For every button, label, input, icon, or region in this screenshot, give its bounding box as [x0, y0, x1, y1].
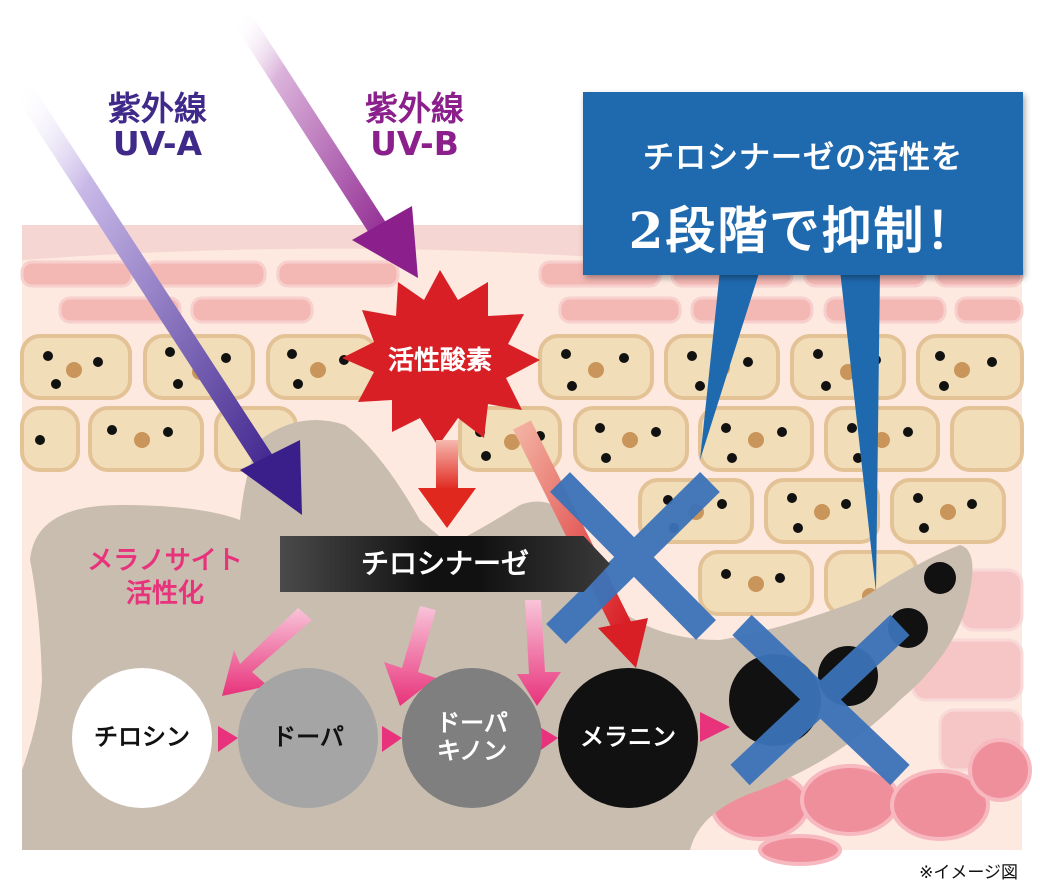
ros-to-tyrosinase-arrow: [418, 440, 476, 528]
uv-a-arrow: [11, 79, 302, 515]
uv-b-line2: UV-B: [370, 123, 459, 163]
inhibition-callout: チロシナーゼの活性を 2段階で抑制！: [583, 92, 1023, 275]
uv-a-line1: 紫外線: [108, 89, 207, 128]
ros-label: 活性酸素: [387, 346, 492, 376]
uv-b-arrow: [231, 9, 418, 278]
uv-b-label: 紫外線 UV-B: [365, 89, 464, 163]
uv-b-line1: 紫外線: [365, 89, 464, 128]
melanin-circle: メラニン: [558, 668, 698, 808]
callout-pointers: [700, 270, 880, 592]
melanocyte-label: メラノサイト 活性化: [50, 545, 280, 610]
tyrosinase-bar: チロシナーゼ: [280, 536, 610, 592]
dopaquinone-line2: キノン: [436, 737, 508, 765]
dopa-circle: ドーパ: [238, 668, 378, 808]
cell-nuclei: [35, 347, 997, 604]
ros-burst: [342, 270, 540, 446]
inhibit-x-1: [546, 472, 720, 644]
melanocyte-line1: メラノサイト: [87, 546, 243, 576]
tyrosinase-arrows: [222, 600, 561, 706]
callout-line2: 2段階で抑制！: [628, 201, 978, 260]
uv-a-label: 紫外線 UV-A: [108, 89, 207, 163]
dopaquinone-circle: ドーパ キノン: [402, 668, 542, 808]
dermis-cells: [710, 738, 1032, 866]
inhibit-x-2: [730, 614, 910, 786]
tyrosine-circle: チロシン: [72, 668, 212, 808]
dopaquinone-line1: ドーパ: [436, 709, 508, 738]
callout-line1: チロシナーゼの活性を: [643, 140, 963, 176]
uv-a-line2: UV-A: [112, 123, 203, 163]
image-note: ※イメージ図: [919, 863, 1018, 883]
pathway-arrows: [218, 712, 730, 752]
melanocyte-line2: 活性化: [125, 578, 204, 609]
